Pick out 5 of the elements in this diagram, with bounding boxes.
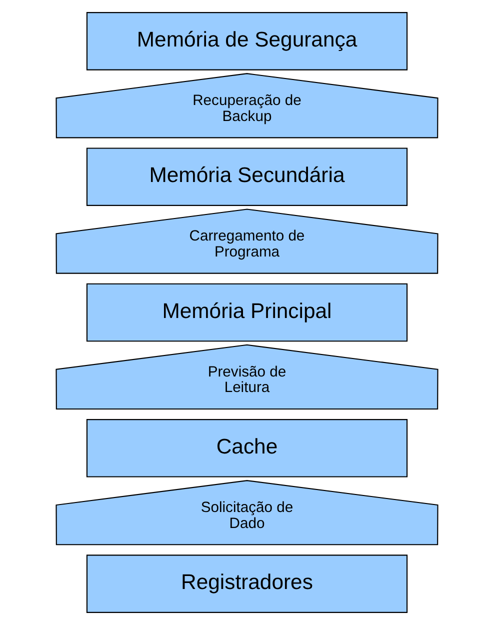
node-box: Memória de Segurança (86, 12, 408, 70)
node-box: Registradores (86, 554, 408, 613)
node-box: Cache (86, 419, 408, 478)
node-box: Memória Principal (86, 283, 408, 342)
node-box: Memória Secundária (86, 148, 408, 206)
